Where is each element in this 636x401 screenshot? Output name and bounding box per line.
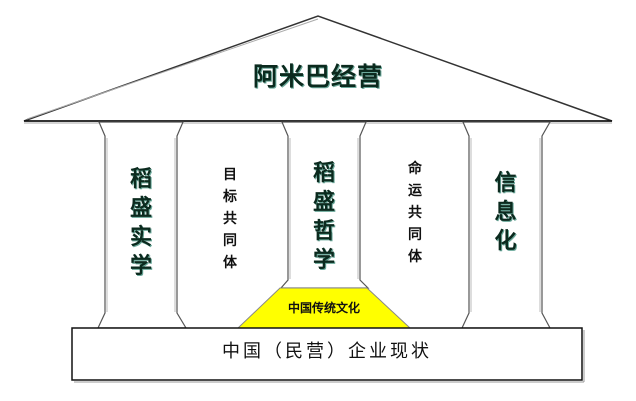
pillar-2-char: 学: [312, 247, 335, 273]
pillar-1-char: 实: [129, 224, 152, 250]
pillar-3-char: 化: [494, 228, 517, 254]
gap-1-char: 标: [223, 189, 237, 205]
pillar-1-shape: [97, 121, 188, 329]
roof-title: 阿米巴经营: [252, 62, 383, 91]
tradition-label: 中国传统文化: [287, 301, 360, 315]
pillar-2-char: 盛: [312, 189, 335, 215]
pillar-1-char: 学: [129, 253, 152, 279]
gap-1-label: 目 标 共 同 体: [200, 168, 260, 278]
pillar-2-shape: [279, 121, 370, 289]
pillar-3-char: 信: [494, 170, 517, 196]
base-box: [71, 327, 585, 383]
gap-1-char: 体: [223, 255, 237, 271]
gap-2-char: 同: [408, 227, 422, 243]
gap-2-char: 体: [408, 249, 422, 265]
gap-2-char: 运: [408, 183, 422, 199]
pillar-2-char: 稻: [312, 160, 335, 186]
pillar-2-label: 稻 盛 哲 学: [288, 162, 360, 278]
pillar-1-label: 稻 盛 实 学: [105, 168, 177, 284]
gap-1-char: 共: [223, 211, 237, 227]
base-label: 中国（民营）企业现状: [222, 341, 432, 362]
pillar-1-char: 盛: [129, 195, 152, 221]
pillar-3-label: 信 息 化: [469, 172, 542, 259]
gap-1-char: 同: [223, 233, 237, 249]
gap-1-char: 目: [223, 167, 237, 183]
gap-2-label: 命 运 共 同 体: [385, 162, 445, 272]
pillar-1-char: 稻: [129, 166, 152, 192]
gap-2-char: 共: [408, 205, 422, 221]
gap-2-char: 命: [408, 161, 422, 177]
pillar-2-char: 哲: [312, 218, 335, 244]
pillar-3-char: 息: [494, 199, 517, 225]
